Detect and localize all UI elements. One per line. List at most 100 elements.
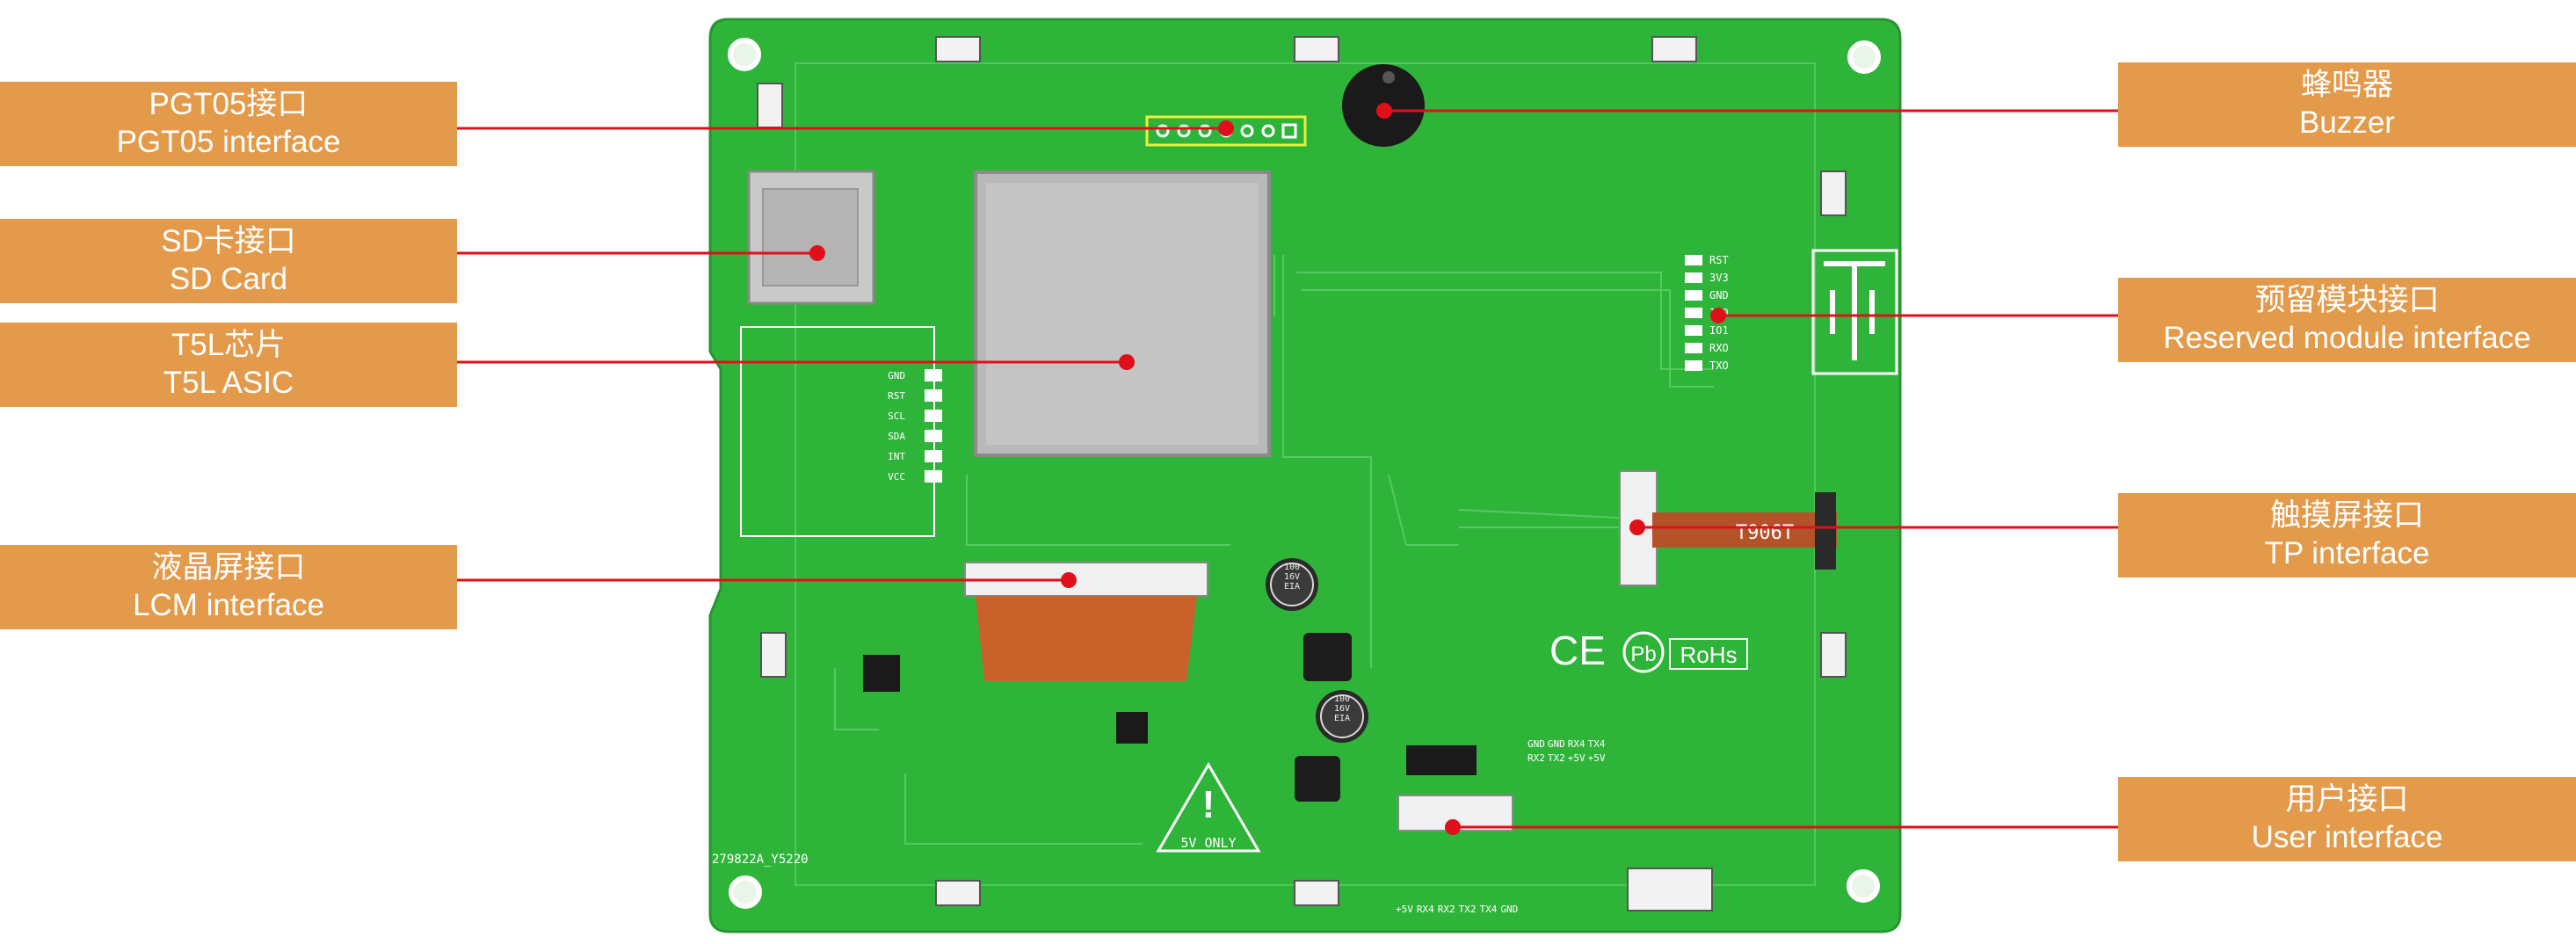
- callout-pgt05-en: PGT05 interface: [116, 125, 341, 159]
- edge-clip: [1651, 36, 1697, 62]
- callout-sd-card-zh: SD卡接口: [161, 224, 296, 259]
- callout-user: 用户接口 User interface: [2118, 777, 2576, 861]
- pin-label: SCL: [888, 410, 905, 422]
- pin-label: TXO: [1709, 359, 1729, 372]
- pin-label: RST: [1709, 254, 1729, 266]
- pin-label: 3V3: [1709, 272, 1729, 284]
- user-pins-top: GND GND RX4 TX4: [1527, 738, 1606, 750]
- user-pin-label: TX2: [1458, 904, 1477, 915]
- pin-label: GND: [888, 370, 905, 381]
- edge-clip: [935, 880, 981, 906]
- cap-top-text-2: 16V: [1283, 572, 1301, 582]
- pointer-dot: [1119, 354, 1135, 370]
- callout-buzzer-zh: 蜂鸣器: [2300, 68, 2393, 103]
- pb-mark-circle: [1622, 631, 1665, 673]
- mounting-hole: [728, 38, 761, 71]
- edge-clip: [757, 83, 783, 128]
- pin-label: IO1: [1709, 324, 1729, 337]
- right-pin-header: [1685, 255, 1702, 371]
- cap-bottom-text-3: EIA: [1333, 714, 1351, 723]
- user-pin-label: +5V: [1567, 752, 1586, 764]
- callout-tp: 触摸屏接口 TP interface: [2118, 493, 2576, 577]
- inductor: [1303, 633, 1352, 681]
- user-pin-label: RX4: [1567, 738, 1586, 750]
- mounting-hole: [729, 875, 762, 909]
- user-pin-label: GND: [1547, 738, 1565, 750]
- cap-bottom-text-2: 16V: [1333, 704, 1351, 714]
- mounting-hole: [1847, 869, 1880, 903]
- capacitor-top: [1266, 558, 1318, 611]
- user-pin-label: TX4: [1479, 904, 1498, 915]
- mounting-holes: [728, 38, 1881, 909]
- user-pin-label: +5V: [1587, 752, 1606, 764]
- edge-clip: [760, 632, 787, 678]
- callout-tp-zh: 触摸屏接口: [2269, 498, 2424, 534]
- user-pin-label: RX2: [1437, 904, 1455, 915]
- rohs-mark: RoHs: [1680, 642, 1737, 668]
- callout-pgt05: PGT05接口 PGT05 interface: [0, 82, 457, 166]
- edge-clip: [1294, 36, 1339, 62]
- user-pin-label: +5V: [1396, 904, 1413, 915]
- user-pin-label: TX4: [1587, 738, 1606, 750]
- pb-mark: Pb: [1630, 643, 1656, 666]
- inductor: [1295, 756, 1340, 802]
- part-number: 279822A_Y5220: [712, 853, 809, 867]
- pgt05-header: [1145, 115, 1307, 147]
- callout-pgt05-zh: PGT05接口: [149, 87, 308, 122]
- rohs-box: [1669, 638, 1748, 670]
- user-pins-bottom: +5V RX4 RX2 TX2 TX4 GND: [1396, 904, 1518, 915]
- edge-clip: [1627, 868, 1713, 911]
- warning-mark: !: [1202, 783, 1215, 826]
- pointer-dot: [1061, 572, 1077, 588]
- warning-text: 5V ONLY: [1180, 835, 1236, 851]
- tp-fpc-tail: [1815, 492, 1836, 570]
- edge-clip: [935, 36, 981, 62]
- cap-bottom-label: 100 16V EIA: [1323, 694, 1361, 723]
- callout-reserved-en: Reserved module interface: [2163, 321, 2531, 355]
- user-pin-label: RX2: [1527, 752, 1545, 764]
- mounting-hole: [1847, 40, 1881, 74]
- pointer-dot: [809, 245, 825, 261]
- warning-triangle: [1156, 762, 1261, 853]
- tp-fpc-label: T906T: [1736, 522, 1794, 544]
- user-pin-label: TX2: [1547, 752, 1565, 764]
- edge-clip: [1820, 632, 1847, 678]
- pointer-dot: [1218, 120, 1234, 136]
- capacitor-bottom: [1316, 690, 1368, 743]
- callout-lcm: 液晶屏接口 LCM interface: [0, 545, 457, 629]
- vendor-logo-box: [1811, 249, 1898, 375]
- lcm-fpc-ribbon: [976, 596, 1197, 681]
- pin-label: GND: [1709, 289, 1729, 301]
- edge-clip: [1820, 171, 1847, 216]
- user-connector: [1397, 795, 1513, 831]
- cap-top-text-3: EIA: [1283, 582, 1301, 592]
- t5l-chip-shield-inner: [986, 183, 1259, 445]
- callout-t5l-zh: T5L芯片: [171, 328, 287, 363]
- pointer-dot: [1445, 819, 1461, 835]
- buzzer-hole: [1382, 71, 1395, 84]
- pointer-dots: [809, 103, 1726, 835]
- callout-tp-en: TP interface: [2264, 536, 2430, 570]
- pointer-dot: [1629, 519, 1645, 535]
- pointer-dot: [1376, 103, 1392, 119]
- user-pin-label: RX4: [1416, 904, 1434, 915]
- callout-buzzer: 蜂鸣器 Buzzer: [2118, 62, 2576, 147]
- edge-clip: [1294, 880, 1339, 906]
- callout-lcm-en: LCM interface: [133, 588, 324, 622]
- vendor-logo: [1824, 261, 1885, 360]
- pointer-dot: [1710, 308, 1726, 323]
- cap-top-label: 100 16V EIA: [1273, 563, 1311, 592]
- ce-mark: CE: [1549, 628, 1606, 673]
- callout-sd-card: SD卡接口 SD Card: [0, 219, 457, 303]
- user-pin-label: GND: [1500, 904, 1519, 915]
- callout-t5l-en: T5L ASIC: [163, 366, 294, 400]
- user-pin-label: GND: [1527, 738, 1545, 750]
- callout-reserved: 预留模块接口 Reserved module interface: [2118, 278, 2576, 362]
- tp-fpc-cable: [1652, 512, 1837, 548]
- ic-chip: [1116, 712, 1148, 744]
- cap-top-text-1: 100: [1283, 563, 1301, 572]
- pin-label: VCC: [888, 471, 905, 483]
- callout-reserved-zh: 预留模块接口: [2254, 283, 2440, 318]
- ic-chip: [1406, 745, 1477, 775]
